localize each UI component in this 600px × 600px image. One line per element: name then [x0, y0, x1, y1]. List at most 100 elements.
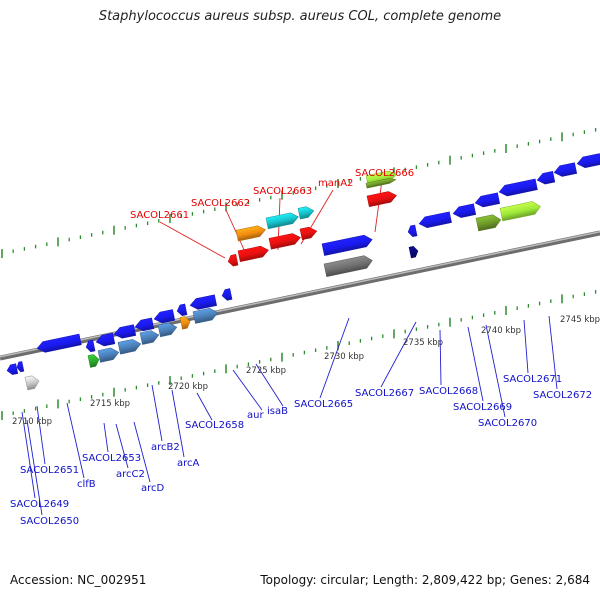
gene-feature-gene-lime-top — [499, 201, 541, 222]
ruler-label: 2710 kbp — [12, 417, 52, 427]
gene-label: arcD — [141, 483, 165, 494]
gene-feature-gene-steelblue — [97, 347, 120, 363]
gene-feature-gene-steelblue — [117, 339, 142, 355]
gene-shape — [366, 191, 397, 208]
gene-label: arcC2 — [116, 469, 145, 480]
gene-shape — [237, 245, 269, 262]
gene-label: SACOL2658 — [185, 420, 244, 431]
gene-shape — [235, 225, 266, 242]
label-leader — [485, 324, 506, 418]
ruler-label: 2745 kbp — [560, 315, 600, 325]
label-leader — [467, 326, 484, 402]
gene-shape — [499, 201, 541, 222]
gene-shape — [418, 211, 452, 228]
gene-label: SACOL2663 — [253, 186, 312, 197]
gene-shape — [113, 324, 137, 339]
label-leader — [225, 209, 247, 255]
gene-feature-gene-red-2 — [237, 245, 269, 262]
gene-label: SACOL2662 — [191, 198, 250, 209]
gene-feature-gene-orange-top — [235, 225, 266, 242]
gene-feature-gene-steelblue — [192, 308, 219, 324]
label-leader — [159, 221, 226, 259]
gene-feature-gene-blue — [498, 178, 538, 197]
gene-label: arcB2 — [151, 442, 180, 453]
gene-feature-gene-navy — [408, 246, 419, 259]
gene-labels: SACOL2661SACOL2662SACOL2663manA2SACOL266… — [10, 168, 592, 527]
label-leader — [115, 423, 129, 469]
gene-shape — [576, 153, 600, 169]
gene-shape — [475, 214, 502, 232]
gene-shape — [407, 224, 418, 237]
gene-feature-gene-blue — [85, 339, 96, 353]
gene-shape — [97, 347, 120, 363]
gene-feature-gene-blue — [134, 317, 155, 332]
label-leader — [523, 319, 529, 374]
gene-label: SACOL2672 — [533, 390, 592, 401]
label-leader — [374, 179, 383, 233]
gene-shape — [95, 332, 116, 347]
gene-label: SACOL2653 — [82, 453, 141, 464]
gene-label: SACOL2649 — [10, 499, 69, 510]
gene-label: isaB — [267, 406, 288, 417]
gene-feature-gene-blue — [553, 162, 578, 177]
gene-feature-gene-blue — [474, 192, 501, 208]
gene-label: SACOL2669 — [453, 402, 512, 413]
gene-feature-gene-red-1 — [227, 254, 239, 267]
gene-feature-gene-steelblue — [157, 322, 178, 338]
label-leader — [439, 329, 442, 386]
label-leader — [380, 321, 417, 388]
tick-marks — [1, 128, 597, 421]
ruler-label: 2730 kbp — [324, 352, 364, 362]
label-leader — [103, 422, 109, 453]
gene-feature-gene-blue — [576, 153, 600, 169]
gene-feature-gene-red-3 — [268, 233, 301, 250]
ruler-label: 2720 kbp — [168, 382, 208, 392]
gene-feature-gene-blue — [418, 211, 452, 228]
gene-label: manA2 — [318, 178, 353, 189]
gene-feature-gene-blue — [536, 170, 556, 185]
gene-shape — [321, 234, 373, 256]
gene-shape — [192, 308, 219, 324]
gene-feature-gene-cyan-top-1 — [265, 212, 299, 230]
ruler-label: 2725 kbp — [246, 366, 286, 376]
label-leader — [171, 389, 185, 458]
label-leader — [319, 317, 350, 399]
gene-feature-gene-blue — [153, 309, 176, 324]
summary-text: Topology: circular; Length: 2,809,422 bp… — [260, 573, 590, 587]
gene-shape — [117, 339, 142, 355]
gene-feature-gene-blue — [452, 203, 477, 218]
gene-feature-gene-olive — [365, 178, 397, 189]
gene-label: SACOL2670 — [478, 418, 537, 429]
gene-shape — [36, 333, 82, 353]
label-leader — [21, 411, 36, 499]
gene-label: SACOL2650 — [20, 516, 79, 527]
label-leader — [196, 392, 213, 421]
gene-label: SACOL2665 — [294, 399, 353, 410]
gene-feature-gene-blue — [36, 333, 82, 353]
gene-shape — [227, 254, 239, 267]
gene-shape — [297, 206, 315, 220]
gene-shape — [153, 309, 176, 324]
gene-features — [6, 153, 600, 391]
gene-label: SACOL2671 — [503, 374, 562, 385]
gene-feature-gene-blue — [113, 324, 137, 339]
genome-backbone — [0, 230, 600, 361]
gene-feature-gene-grey — [323, 255, 373, 277]
map-title: Staphylococcus aureus subsp. aureus COL,… — [98, 9, 502, 24]
gene-label: SACOL2651 — [20, 465, 79, 476]
gene-shape — [365, 178, 397, 189]
gene-feature-gene-red-4 — [366, 191, 397, 208]
gene-label: SACOL2661 — [130, 210, 189, 221]
backbone-highlight — [0, 230, 600, 358]
gene-label: SACOL2668 — [419, 386, 478, 397]
gene-label: SACOL2666 — [355, 168, 414, 179]
gene-feature-gene-blue — [321, 234, 373, 256]
gene-shape — [139, 330, 160, 345]
label-leader — [151, 384, 163, 442]
gene-shape — [179, 316, 191, 330]
gene-shape — [265, 212, 299, 230]
gene-label: SACOL2667 — [355, 388, 414, 399]
gene-shape — [85, 339, 96, 353]
gene-shape — [474, 192, 501, 208]
